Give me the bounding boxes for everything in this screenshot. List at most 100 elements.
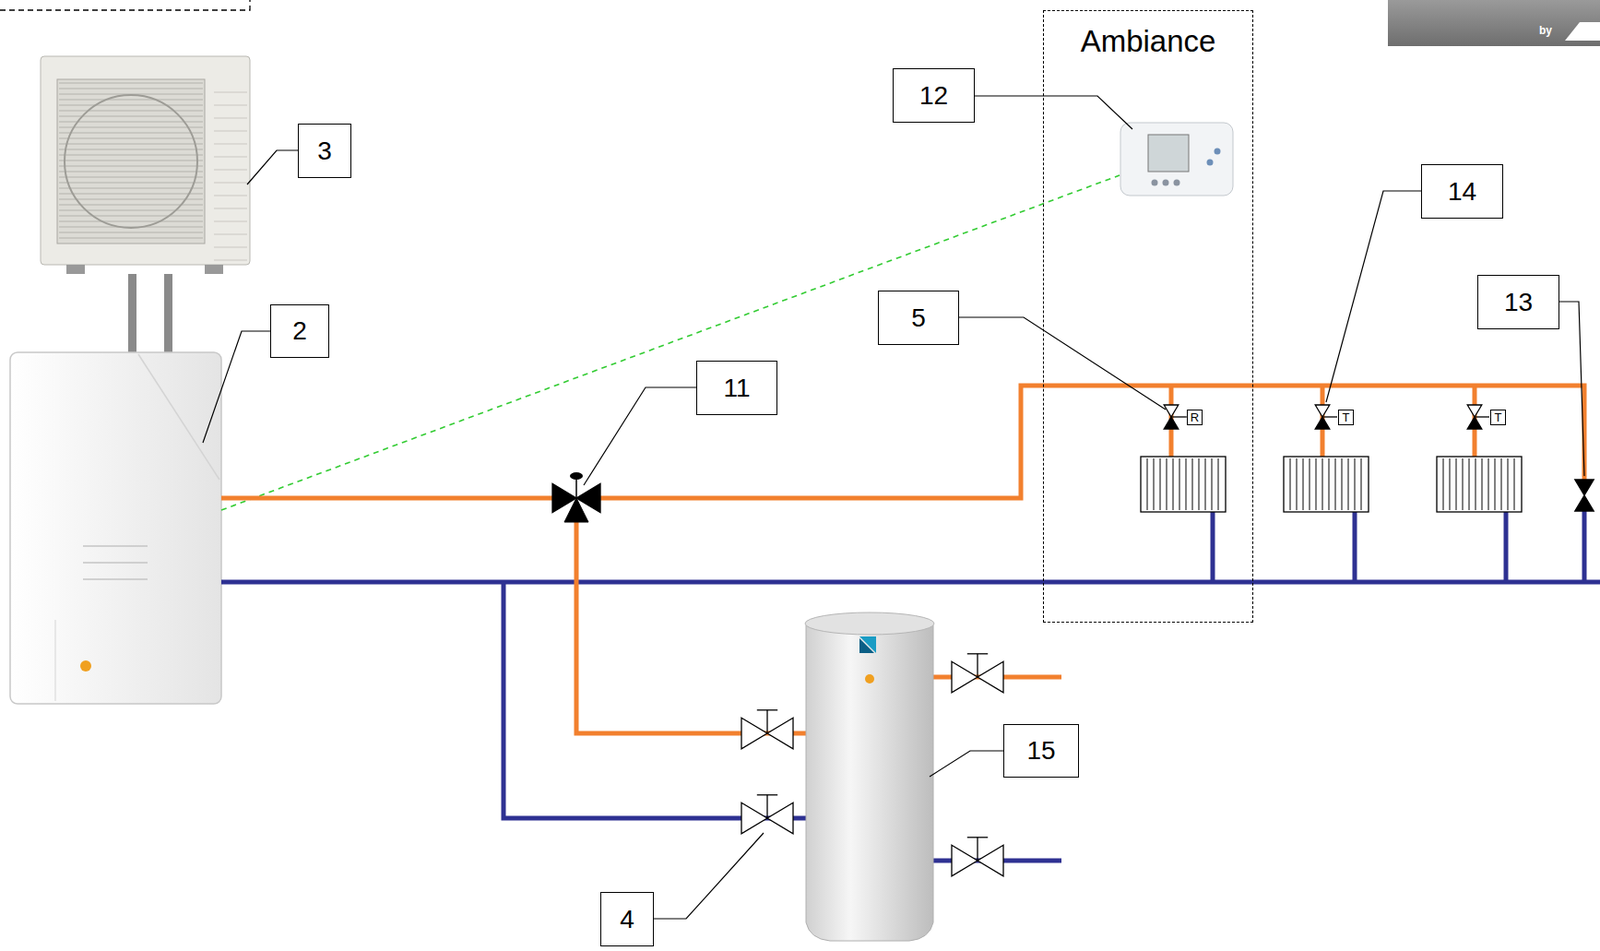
grille-bar: [59, 99, 203, 101]
grille-bar: [59, 193, 203, 195]
indoor-unit: [10, 352, 222, 704]
radiator-fin: [1211, 458, 1213, 510]
thermostat-button: [1214, 148, 1221, 155]
radiator-fin: [1488, 458, 1490, 510]
radiator-fin: [1475, 458, 1477, 510]
leader-line: [959, 317, 1166, 410]
grille-bar: [59, 165, 203, 167]
radiator-fin: [1322, 458, 1324, 510]
side-panel-line: [213, 142, 248, 144]
side-panel-line: [213, 155, 248, 157]
zone-region: Ambiance: [1042, 10, 1254, 623]
radiator-fin: [1185, 458, 1187, 510]
grille-bar: [59, 171, 203, 173]
leader-line: [974, 95, 1133, 130]
side-panel-line: [213, 104, 248, 106]
thermostat-screen: [1148, 134, 1189, 172]
callout-number: 11: [722, 375, 750, 402]
side-panel-line: [213, 168, 248, 170]
grille-bar: [59, 149, 203, 151]
radiator: [1140, 456, 1226, 512]
grille-bar: [59, 160, 203, 162]
thermostat-button: [1207, 159, 1214, 166]
dashed-frame: [0, 0, 250, 11]
leader-line: [929, 750, 1004, 777]
refrigerant-pipe: [164, 273, 173, 356]
control-link: [221, 175, 1120, 510]
radiator-return: [1504, 509, 1509, 582]
thermostat-button: [1151, 179, 1159, 187]
side-panel-line: [213, 220, 248, 222]
radiator-fin: [1501, 458, 1503, 510]
grille-bar: [59, 88, 203, 90]
radiator-fin: [1153, 458, 1155, 510]
radiator-fin: [1456, 458, 1458, 510]
unit-panel-line: [138, 354, 220, 480]
radiator-fin: [1328, 458, 1330, 510]
callout-box: 2: [270, 304, 330, 358]
logo-plate: [1387, 0, 1600, 47]
dhw-tank: [805, 625, 934, 941]
valve-stem: [766, 794, 768, 818]
brand-dot: [865, 674, 875, 684]
valve-actuator-link: [1474, 415, 1490, 417]
zone-title: Ambiance: [1043, 23, 1253, 60]
radiator-fin: [1147, 458, 1149, 510]
valve-symbol: [1575, 479, 1594, 496]
valve-symbol: [564, 497, 589, 522]
grille-bar: [59, 177, 203, 178]
radiator-fin: [1296, 458, 1298, 510]
supply-pipe: [221, 496, 565, 501]
grille-bar: [59, 121, 203, 123]
radiator-fin: [1198, 458, 1200, 510]
leader-line: [1559, 301, 1585, 476]
grille-bar: [59, 116, 203, 118]
callout-number: 3: [317, 138, 332, 165]
valve-type-mark: T: [1490, 409, 1506, 426]
side-panel-line: [213, 259, 248, 261]
radiator-fin: [1179, 458, 1181, 510]
side-panel-line: [213, 246, 248, 248]
leader-line: [653, 832, 764, 919]
callout-number: 15: [1026, 737, 1055, 764]
grille-bar: [59, 82, 203, 84]
grille-bar: [59, 221, 203, 223]
callout-box: 15: [1003, 723, 1079, 778]
unit-slot: [82, 561, 148, 564]
valve-type-mark: T: [1338, 409, 1354, 426]
radiator-fin: [1469, 458, 1470, 510]
callout-number: 5: [911, 305, 926, 332]
radiator-fin: [1290, 458, 1292, 510]
thermostat-button: [1162, 179, 1170, 187]
grille-bar: [59, 215, 203, 217]
callout-box: 12: [892, 68, 975, 123]
radiator: [1283, 456, 1369, 512]
grille-bar: [59, 182, 203, 184]
leader-line: [1326, 190, 1422, 403]
valve-stem: [575, 479, 578, 498]
grille-bar: [59, 210, 203, 212]
foot: [66, 264, 85, 274]
radiator-fin: [1173, 458, 1174, 510]
side-panel-line: [213, 207, 248, 209]
radiator: [1436, 456, 1522, 512]
radiator-fin: [1354, 458, 1356, 510]
grille-bar: [59, 132, 203, 134]
radiator-fin: [1218, 458, 1220, 510]
valve-handle: [757, 709, 778, 711]
valve-symbol: [1315, 416, 1330, 429]
valve-stem: [976, 837, 978, 861]
callout-box: 14: [1421, 164, 1504, 219]
radiator-fin: [1315, 458, 1317, 510]
thermostat: [1120, 122, 1233, 196]
brand-mark: [859, 638, 875, 653]
dhw-supply-pipe: [576, 509, 806, 734]
valve-handle: [757, 794, 778, 795]
return-pipe: [1582, 509, 1588, 582]
brand-mark: [859, 636, 877, 653]
callout-number: 13: [1504, 289, 1533, 316]
callout-number: 12: [919, 82, 949, 109]
callout-number: 4: [619, 906, 635, 933]
